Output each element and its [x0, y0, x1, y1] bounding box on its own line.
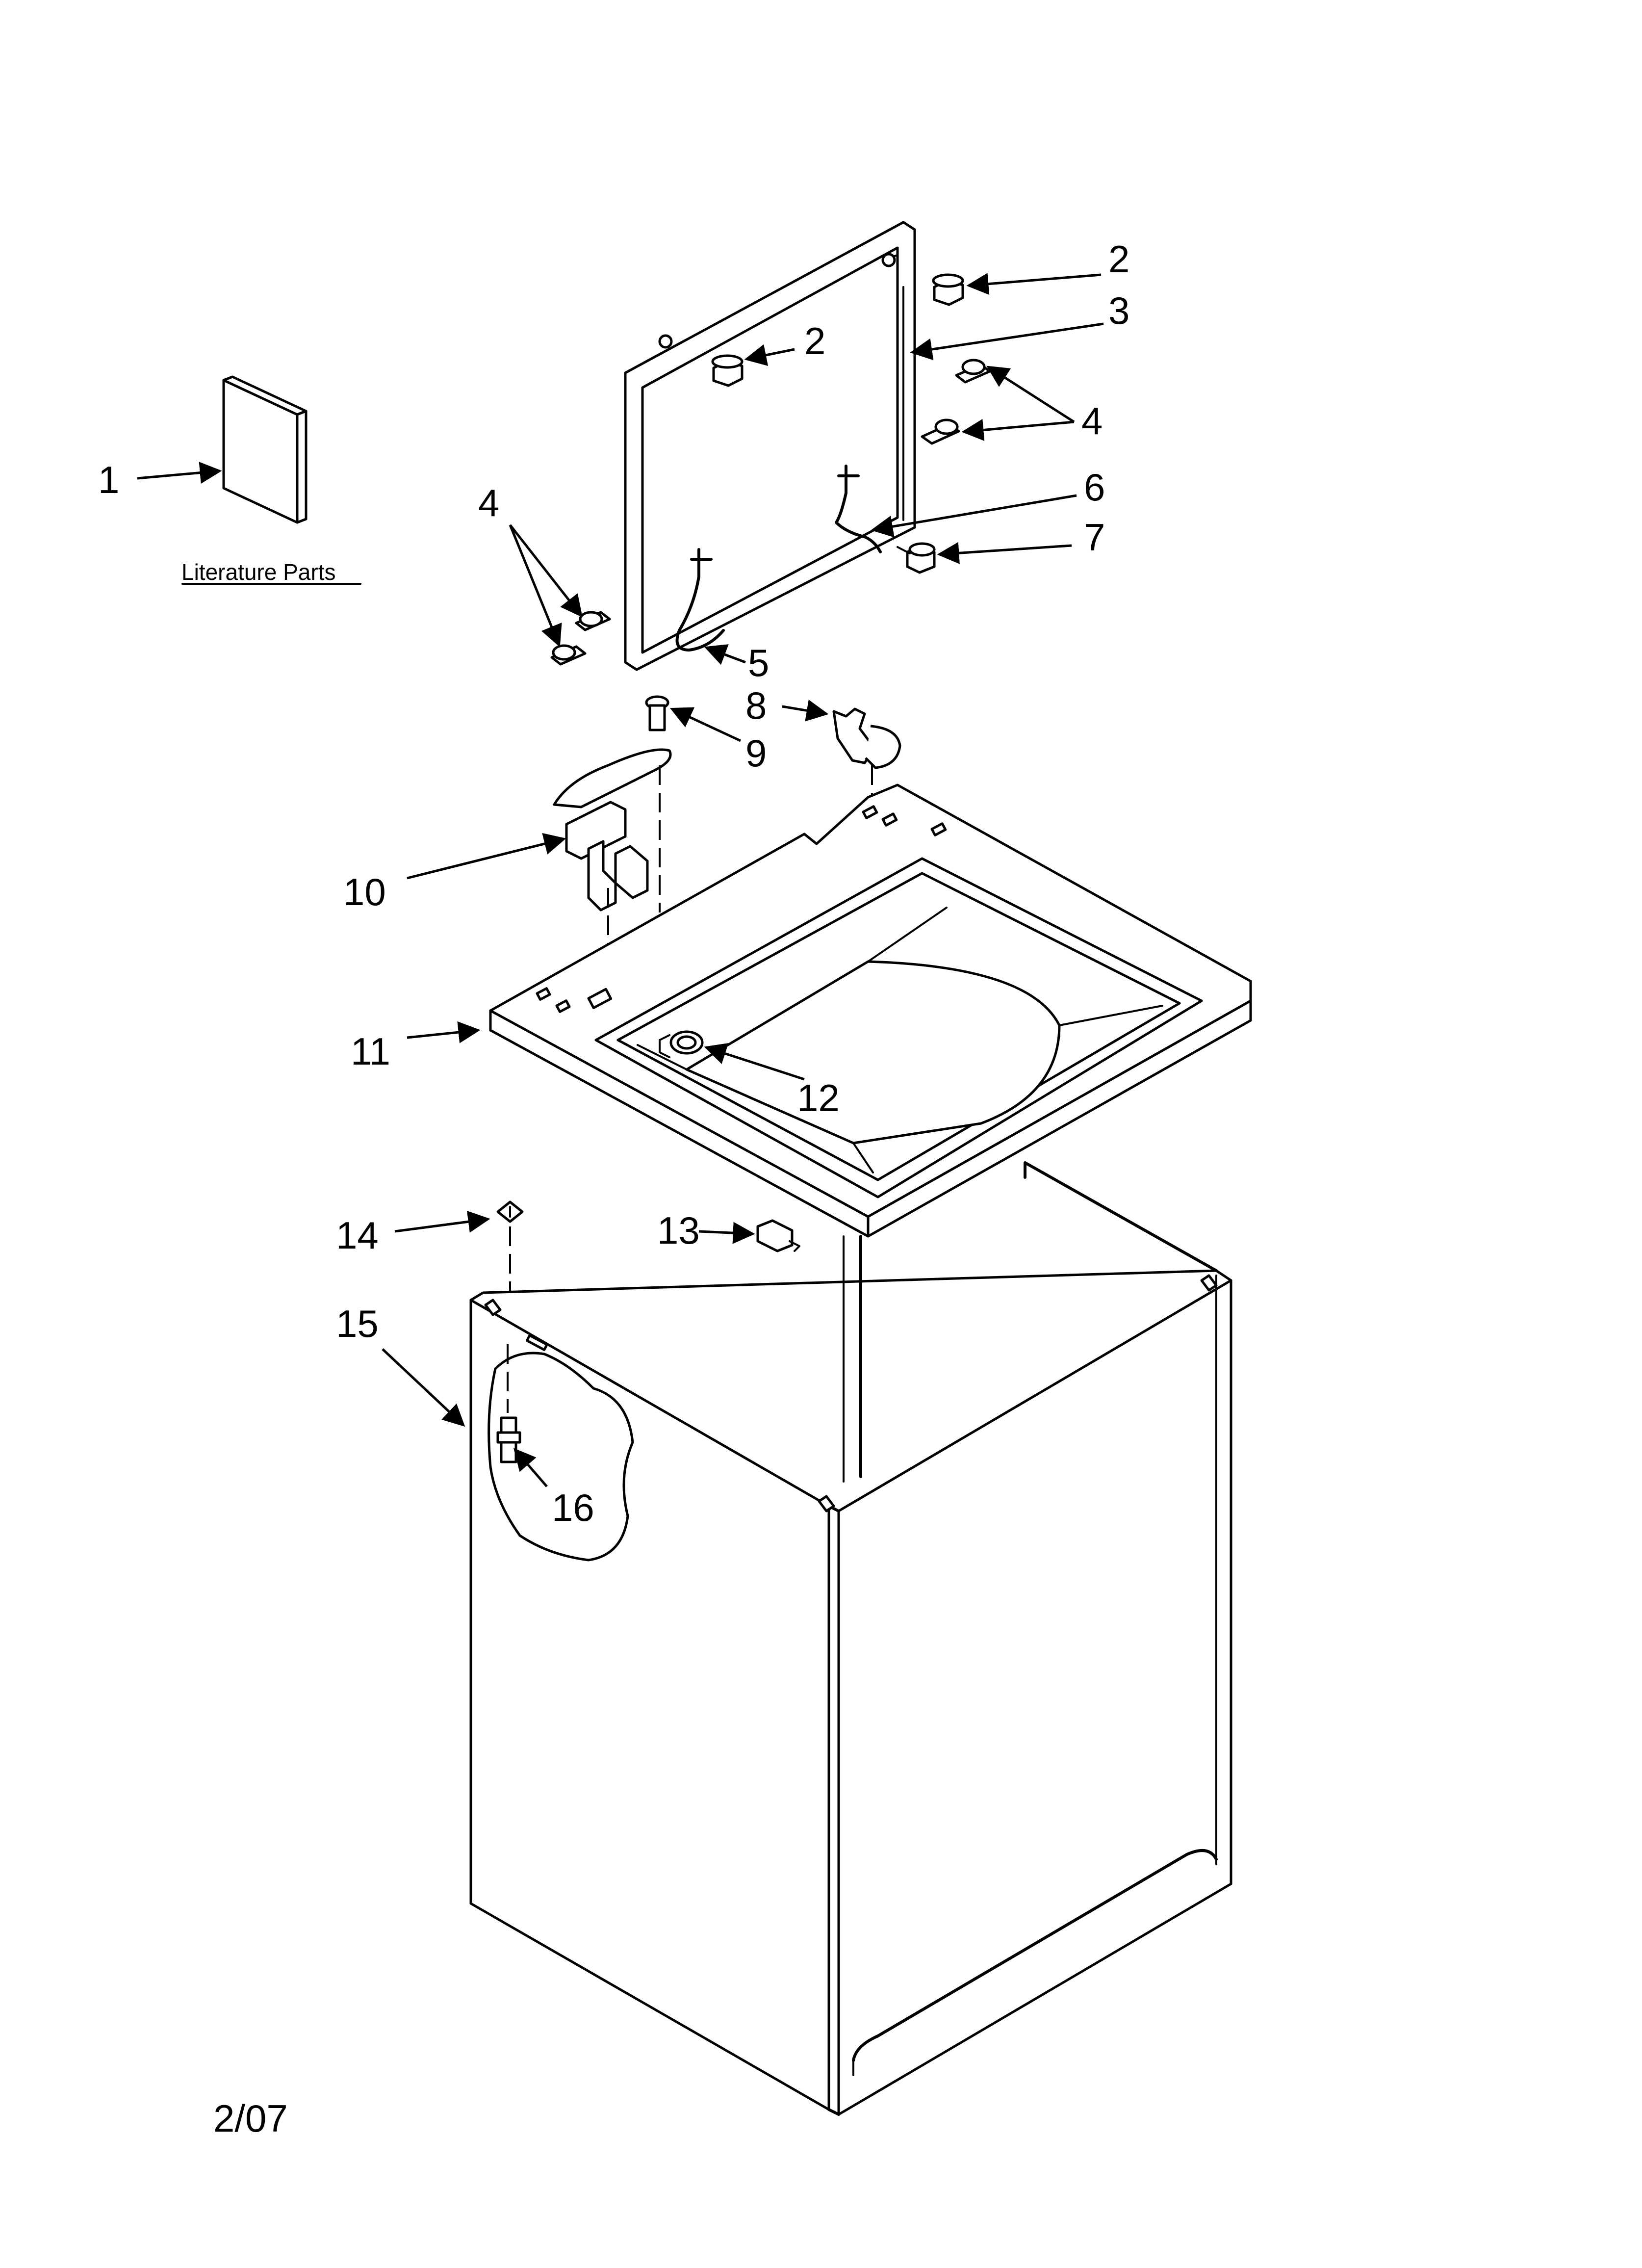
lid-screw-right-lower: [921, 418, 960, 445]
leader-9: [669, 707, 742, 742]
date-code: 2/07: [213, 2097, 288, 2140]
callout-4-right: 4: [1081, 399, 1103, 443]
top-clip: [496, 1200, 524, 1223]
lid-hinge-right: [835, 465, 882, 553]
leader-12: [704, 1043, 805, 1081]
washer-cabinet: [469, 1161, 1232, 2116]
leader-16: [513, 1448, 548, 1487]
callout-4-left: 4: [478, 481, 499, 524]
callout-3: 3: [1108, 289, 1129, 332]
leader-11: [407, 1021, 481, 1043]
callout-1: 1: [98, 458, 119, 501]
callout-6: 6: [1084, 466, 1105, 509]
callout-7: 7: [1084, 516, 1105, 559]
leader-13: [698, 1222, 755, 1244]
callout-9: 9: [745, 731, 767, 775]
literature-label: Literature Parts: [181, 559, 335, 585]
leader-8: [782, 700, 829, 722]
cutaway-screw: [496, 1344, 521, 1463]
lid-screw-left-lower: [550, 644, 587, 666]
lid-strike-bracket: [832, 707, 901, 769]
leader-3: [910, 322, 1104, 361]
lid-switch: [553, 748, 672, 912]
lid-frame: [624, 221, 916, 671]
leader-5: [704, 644, 746, 665]
lid-bumper-lower: [711, 354, 744, 387]
leader-10: [407, 833, 566, 880]
callout-13: 13: [657, 1209, 700, 1252]
washer-top-panel: [489, 783, 1252, 1238]
callout-10: 10: [343, 870, 386, 913]
leader-2b: [744, 344, 795, 366]
callout-12: 12: [797, 1076, 840, 1120]
lid-bumper-upper: [932, 273, 964, 306]
callout-2-upper: 2: [1108, 237, 1129, 281]
lid-screw-right-upper: [955, 359, 991, 384]
top-screw: [756, 1219, 800, 1252]
leader-2a: [966, 273, 1102, 295]
fill-nozzle: [659, 1030, 704, 1058]
literature-parts-book: [222, 375, 308, 524]
cabinet-cutaway: [487, 1352, 634, 1562]
callout-15: 15: [336, 1302, 379, 1345]
callout-14: 14: [336, 1214, 379, 1257]
lid-actuator: [897, 542, 936, 574]
callout-16: 16: [552, 1486, 594, 1529]
leader-1: [137, 462, 222, 484]
leader-4d: [509, 524, 562, 648]
callout-2-lower: 2: [804, 319, 825, 363]
leader-15: [382, 1348, 465, 1427]
leader-6: [871, 494, 1077, 538]
leader-7: [937, 542, 1072, 564]
callout-8: 8: [745, 684, 767, 727]
callout-5: 5: [748, 641, 769, 684]
leader-14: [394, 1210, 490, 1233]
callout-11: 11: [351, 1030, 390, 1073]
leader-4a: [986, 365, 1075, 423]
leader-4b: [961, 419, 1075, 441]
leader-4c: [509, 524, 583, 618]
lid-hinge-left: [675, 548, 725, 652]
lid-screw-left-upper: [575, 611, 611, 631]
